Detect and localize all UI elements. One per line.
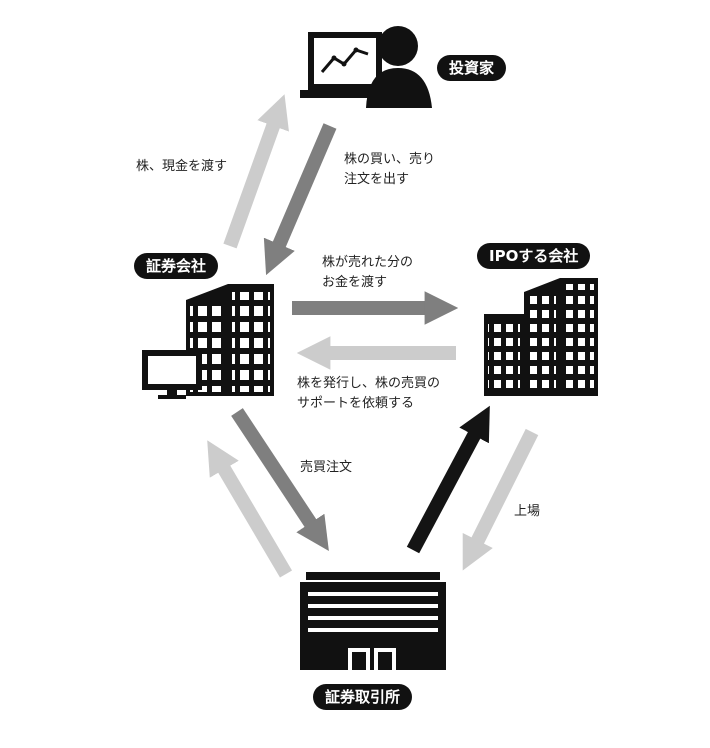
edge-label-line: 株を発行し、株の売買の — [297, 376, 441, 391]
node-label-securities-company: 証券会社 — [134, 253, 219, 279]
arrow-investor-to-securities — [263, 123, 337, 276]
arrow-ipo-to-exchange — [462, 428, 539, 571]
edge-label-line: 株の買い、売り — [344, 152, 436, 167]
edge-label-stock-cash-to-investor: 株、現金を渡す — [136, 159, 228, 174]
edge-label-trade-order: 売買注文 — [300, 460, 353, 475]
ipo-company-building-icon — [484, 278, 598, 396]
edge-label-line: お金を渡す — [322, 275, 388, 290]
edge-label-request-issue-support: 株を発行し、株の売買の サポートを依頼する — [297, 374, 440, 414]
edge-label-buy-sell-order: 株の買い、売り 注文を出す — [344, 150, 435, 190]
node-label-stock-exchange: 証券取引所 — [313, 684, 413, 710]
node-label-ipo-company: IPOする会社 — [477, 243, 591, 269]
arrow-securities-to-exchange — [231, 408, 329, 552]
edge-label-line: サポートを依頼する — [297, 396, 415, 411]
node-label-investor: 投資家 — [437, 55, 507, 81]
edge-label-pay-proceeds: 株が売れた分の お金を渡す — [322, 253, 413, 293]
stock-exchange-building-icon — [300, 572, 446, 670]
investor-icon — [300, 26, 432, 108]
edge-label-line: 株が売れた分の — [322, 255, 414, 270]
arrow-exchange-to-ipo — [406, 405, 490, 554]
edge-label-line: 注文を出す — [344, 172, 410, 187]
edge-label-listing: 上場 — [514, 504, 541, 519]
arrow-securities-to-investor — [223, 94, 289, 249]
arrow-exchange-to-securities — [207, 440, 293, 578]
computer-monitor-icon — [142, 350, 202, 399]
